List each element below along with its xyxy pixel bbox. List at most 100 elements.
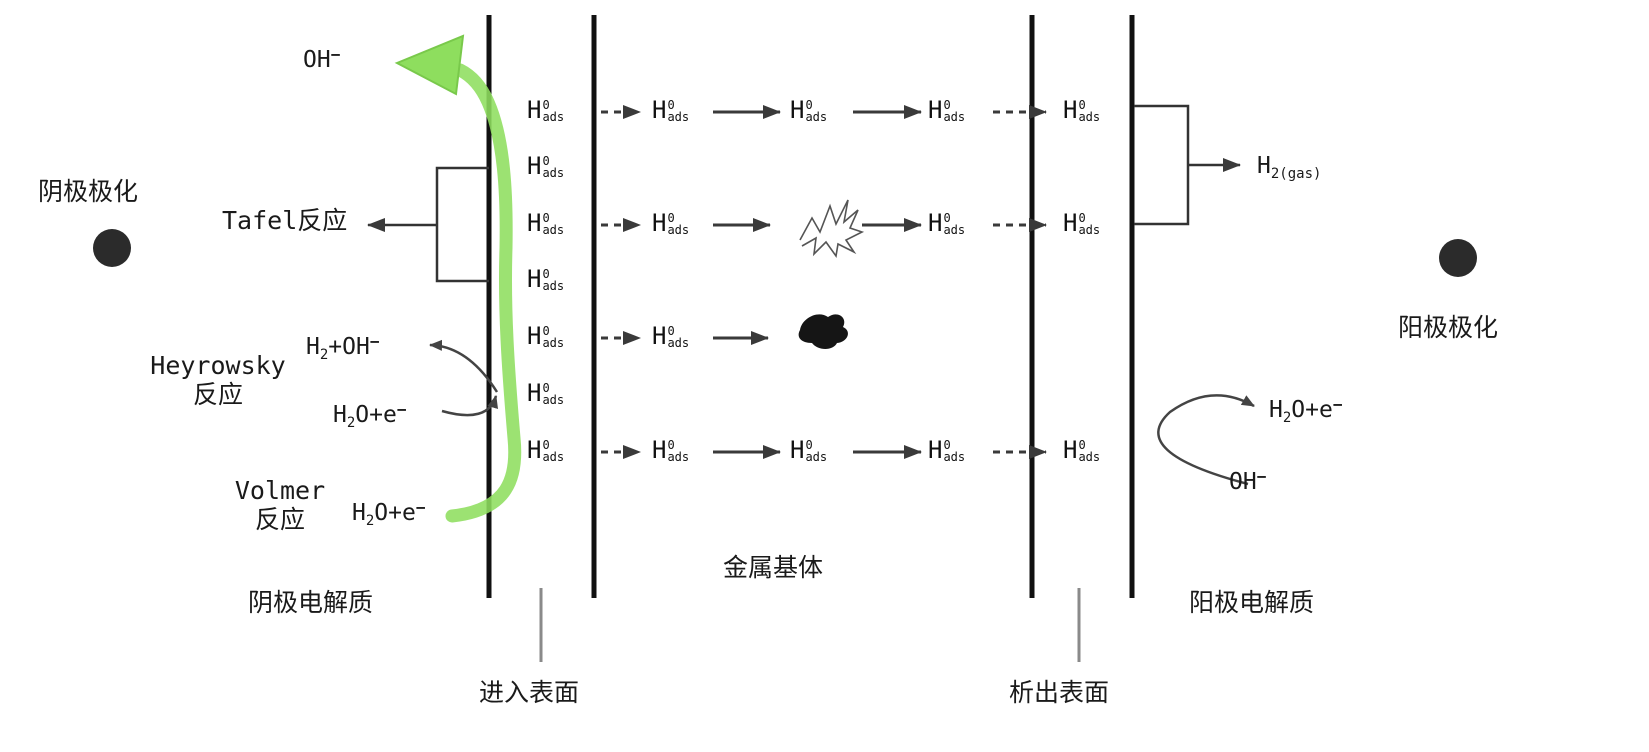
formula-sub: 2 — [319, 347, 329, 363]
tafel-bracket-group — [367, 166, 489, 283]
hads-sup: 0 — [943, 438, 951, 452]
volmer-label-line1: Volmer — [234, 476, 326, 505]
heyrowsky-in-arrow — [441, 395, 498, 417]
hads-sub: ads — [667, 336, 690, 350]
heyrowsky-out-arrow — [429, 339, 499, 393]
formula-base: H — [352, 500, 366, 526]
hads-sup: 0 — [667, 438, 675, 452]
hads-sup: 0 — [667, 211, 675, 225]
formula-base: +OH — [328, 334, 370, 360]
hads-sup: 0 — [1078, 211, 1086, 225]
hydrogen-trap-scribble — [799, 199, 865, 259]
hads-sup: 0 — [1078, 438, 1086, 452]
formula-base: H — [1257, 153, 1271, 179]
hads-sub: ads — [542, 393, 565, 407]
anode-polarization-label: 阳极极化 — [1398, 313, 1499, 342]
hads-symbol: H — [527, 322, 542, 350]
formula-sup: − — [330, 45, 341, 64]
hads-sup: 0 — [667, 98, 675, 112]
hads-sub: ads — [542, 166, 565, 180]
hads-symbol: H — [527, 96, 542, 124]
volmer-green-arrowhead — [394, 34, 465, 96]
entry-surface-label: 进入表面 — [479, 678, 580, 707]
formula-sup: − — [369, 332, 380, 351]
cathode-dot — [93, 229, 131, 267]
h2o-e-volmer-label: H2O+e− — [352, 498, 425, 529]
hads-sub: ads — [542, 110, 565, 124]
anode-electrolyte-label: 阳极电解质 — [1189, 588, 1315, 617]
hydrogen-trap-blob — [798, 314, 848, 349]
formula-base: H — [1269, 397, 1283, 423]
hads-sub: ads — [943, 450, 966, 464]
heyrowsky-reaction-label: Heyrowsky 反应 — [138, 351, 298, 410]
hads-sub: ads — [805, 450, 828, 464]
hads-symbol: H — [1063, 209, 1078, 237]
hads-sub: ads — [667, 110, 690, 124]
heyrowsky-label-line1: Heyrowsky — [150, 351, 286, 380]
h2o-e-heyrowsky-label: H2O+e− — [333, 400, 407, 431]
formula-base: H — [333, 402, 347, 428]
oh-minus-right-label: OH− — [1229, 467, 1266, 495]
hads-symbol: H — [652, 96, 667, 124]
hads-sup: 0 — [667, 324, 675, 338]
hads-sub: ads — [943, 223, 966, 237]
caption-ticks — [539, 588, 1081, 662]
tafel-bracket — [435, 166, 489, 283]
hads-symbol: H — [1063, 436, 1078, 464]
heyrowsky-label-line2: 反应 — [192, 379, 243, 409]
h2-plus-oh-label: H2+OH− — [306, 332, 380, 363]
cathode-polarization-label: 阴极极化 — [38, 177, 139, 206]
hads-symbol: H — [652, 322, 667, 350]
heyrowsky-arrows — [429, 339, 499, 417]
tafel-reaction-label: Tafel反应 — [222, 206, 348, 235]
hads-sup: 0 — [542, 438, 550, 452]
h2-gas-bracket — [1134, 104, 1190, 226]
hads-sup: 0 — [943, 98, 951, 112]
formula-base: H — [306, 334, 320, 360]
hads-sub: ads — [667, 450, 690, 464]
hads-sub: ads — [943, 110, 966, 124]
hads-symbol: H — [527, 436, 542, 464]
hads-sub: ads — [805, 110, 828, 124]
anode-oxidation-arrow — [1157, 394, 1255, 486]
oh-minus-left-label: OH− — [303, 45, 341, 73]
hads-sub: ads — [542, 279, 565, 293]
hads-sub: ads — [542, 223, 565, 237]
formula-base: OH — [303, 47, 331, 73]
hads-sup: 0 — [542, 98, 550, 112]
hads-sup: 0 — [805, 438, 813, 452]
hads-symbol: H — [527, 209, 542, 237]
hads-sup: 0 — [542, 267, 550, 281]
hads-symbol: H — [790, 436, 805, 464]
hads-symbol: H — [652, 436, 667, 464]
formula-sup: − — [396, 400, 407, 419]
hads-symbol: H — [928, 96, 943, 124]
